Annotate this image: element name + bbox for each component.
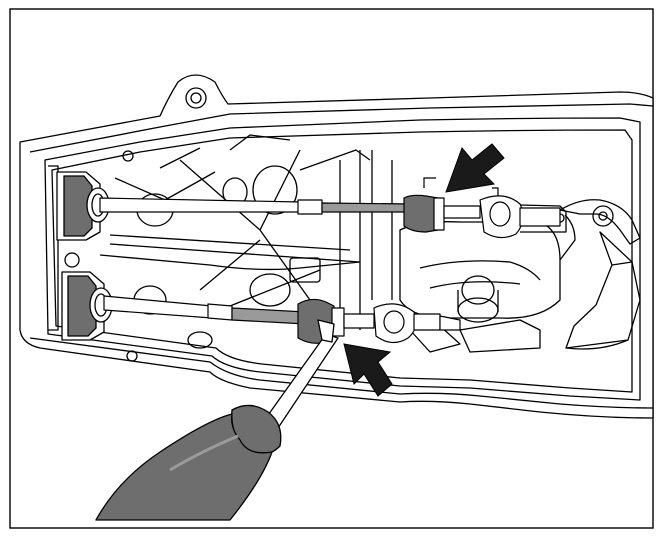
screwdriver-tip	[317, 319, 335, 343]
upper-shift-cable	[99, 194, 561, 239]
flat-blade-screwdriver	[95, 319, 339, 521]
lower-connector-arrow	[343, 343, 393, 397]
upper-connector-arrow	[445, 143, 505, 193]
cable-end-socket-lower	[61, 271, 113, 341]
mounting-hole	[185, 87, 207, 109]
upper-cable-clip	[423, 177, 499, 196]
lower-shift-cable	[103, 295, 461, 344]
